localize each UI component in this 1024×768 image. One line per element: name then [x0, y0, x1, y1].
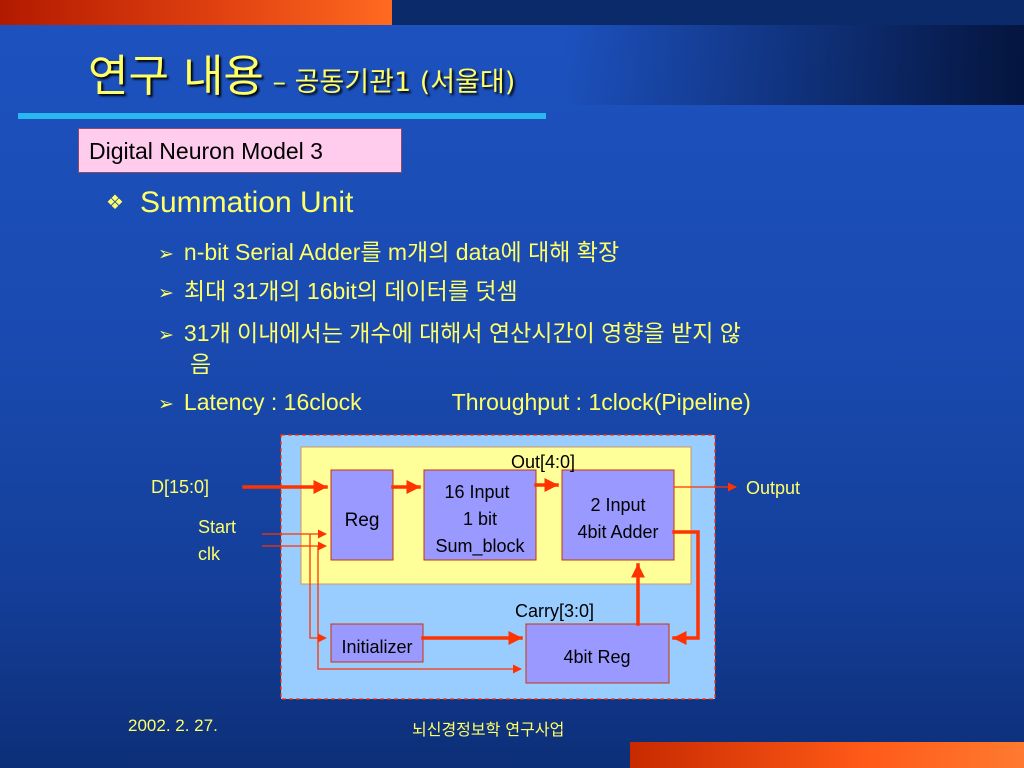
slide-title: 연구 내용 – 공동기관1 (서울대) — [88, 40, 515, 104]
diamond-bullet-icon: ❖ — [106, 192, 124, 214]
reg-label: Reg — [345, 510, 380, 531]
arrow-bullet-icon: ➢ — [158, 325, 174, 346]
footer-date: 2002. 2. 27. — [128, 716, 218, 735]
adder-label-1: 2 Input — [590, 495, 645, 515]
title-band — [0, 25, 1024, 105]
sum-block-label-3: Sum_block — [435, 536, 525, 557]
arrow-bullet-icon: ➢ — [158, 283, 174, 304]
title-underline — [18, 113, 546, 119]
reg4-block — [525, 623, 670, 684]
sum-block-label-1: 16 Input — [444, 482, 509, 502]
carry-label: Carry[3:0] — [515, 601, 594, 621]
out-bus-label: Out[4:0] — [511, 452, 575, 472]
initializer-block — [330, 623, 424, 663]
data-paths — [242, 478, 700, 645]
bullet-summation-unit: ❖ Summation Unit — [106, 186, 353, 220]
reg4-label: 4bit Reg — [563, 647, 630, 667]
sub-bullet-4: ➢ Latency : 16clock Throughput : 1clock(Pi… — [158, 389, 751, 416]
title-subtitle: 공동기관1 (서울대) — [294, 67, 516, 98]
top-dark-bar — [392, 0, 1024, 25]
title-main: 연구 내용 — [88, 51, 264, 102]
initializer-label: Initializer — [341, 637, 412, 657]
sub-bullet-text: 최대 31개의 16bit의 데이터를 덧셈 — [183, 278, 518, 304]
input-d-label: D[15:0] — [151, 477, 209, 497]
bottom-accent-bar — [630, 742, 1024, 768]
arrow-bullet-icon: ➢ — [158, 244, 174, 265]
sum-block-label-2: 1 bit — [463, 509, 497, 529]
model-label-box: Digital Neuron Model 3 — [78, 128, 402, 173]
sub-bullet-1: ➢ n-bit Serial Adder를 m개의 data에 대해 확장 — [158, 233, 619, 267]
sum-block — [423, 469, 537, 561]
input-clk-label: clk — [198, 544, 221, 564]
throughput-text: Throughput : 1clock(Pipeline) — [451, 389, 751, 415]
adder-block — [561, 469, 675, 561]
sub-bullet-2: ➢ 최대 31개의 16bit의 데이터를 덧셈 — [158, 272, 518, 306]
output-label: Output — [746, 478, 800, 498]
sub-bullet-text: 31개 이내에서는 개수에 대해서 연산시간이 영향을 받지 않 — [183, 320, 741, 346]
title-separator: – — [263, 67, 295, 98]
adder-label-2: 4bit Adder — [577, 522, 658, 542]
arrow-bullet-icon: ➢ — [158, 394, 174, 415]
bullet-text: Summation Unit — [139, 186, 354, 219]
sub-bullet-3-continuation: 음 — [190, 351, 212, 377]
sub-bullet-text: n-bit Serial Adder를 m개의 data에 대해 확장 — [183, 239, 620, 265]
latency-text: Latency : 16clock — [183, 389, 362, 415]
top-accent-bar — [0, 0, 392, 25]
input-start-label: Start — [198, 517, 236, 537]
control-lines — [262, 482, 737, 674]
reg-block — [330, 469, 394, 561]
sub-bullet-3: ➢ 31개 이내에서는 개수에 대해서 연산시간이 영향을 받지 않 — [158, 314, 741, 348]
footer-project: 뇌신경정보학 연구사업 — [412, 720, 565, 739]
